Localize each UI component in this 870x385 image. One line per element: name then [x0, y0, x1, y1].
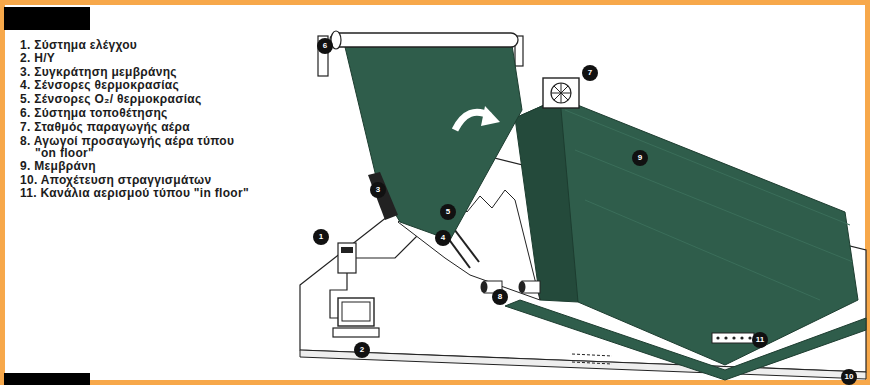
footer-bar — [4, 373, 90, 385]
membrane-roller — [330, 33, 518, 47]
duct-opening — [481, 281, 488, 293]
computer-base — [333, 328, 379, 337]
legend-item: 6. Σύστημα τοποθέτησης — [20, 107, 250, 119]
callout-number: 4 — [435, 230, 451, 246]
floor-channel — [712, 333, 754, 343]
callout-number: 9 — [632, 150, 648, 166]
legend-item: 5. Σένσορες O₂/ θερμοκρασίας — [20, 93, 250, 105]
blower-fan — [551, 83, 571, 103]
membrane-holder — [368, 172, 398, 220]
callout-number: 5 — [440, 204, 456, 220]
legend-item: 7. Σταθμός παραγωγής αέρα — [20, 121, 250, 133]
membrane-fold — [565, 110, 853, 300]
control-box — [338, 243, 356, 273]
callout-number: 11 — [752, 332, 768, 348]
computer-monitor — [338, 298, 374, 326]
blower-station — [543, 78, 579, 108]
callout-number: 10 — [841, 369, 857, 385]
callout-number: 3 — [370, 182, 386, 198]
channel-hole — [724, 336, 727, 339]
monitor-screen — [342, 302, 370, 321]
callout-number: 7 — [582, 65, 598, 81]
arrow-head — [481, 106, 500, 126]
callout-number: 8 — [492, 289, 508, 305]
drain-pipe — [572, 354, 612, 364]
callout-number: 6 — [317, 38, 333, 54]
channel-hole — [732, 336, 735, 339]
membrane-cover — [515, 98, 858, 365]
duct-opening — [519, 281, 526, 293]
callout-number: 1 — [313, 229, 329, 245]
legend-item: 10. Αποχέτευση στραγγισμάτων — [20, 174, 250, 186]
fan-blades — [551, 83, 571, 103]
legend-item: 1. Σύστημα ελέγχου — [20, 39, 250, 51]
legend-item: 2. Η/Υ — [20, 52, 250, 64]
control-panel — [341, 247, 353, 253]
membrane-sheet — [345, 45, 522, 240]
legend-item: 3. Συγκράτηση μεμβράνης — [20, 66, 250, 78]
header-bar — [4, 7, 90, 30]
callout-number: 2 — [354, 342, 370, 358]
channel-hole — [716, 336, 719, 339]
legend-item: 8. Αγωγοί προσαγωγής αέρα τύπου "on floo… — [20, 135, 250, 159]
legend-item: 11. Κανάλια αερισμού τύπου "in floor" — [20, 187, 250, 199]
frame-border — [3, 3, 868, 383]
channel-hole — [740, 336, 743, 339]
legend-item: 4. Σένσορες θερμοκρασίας — [20, 79, 250, 91]
legend-item: 9. Μεμβράνη — [20, 160, 250, 172]
